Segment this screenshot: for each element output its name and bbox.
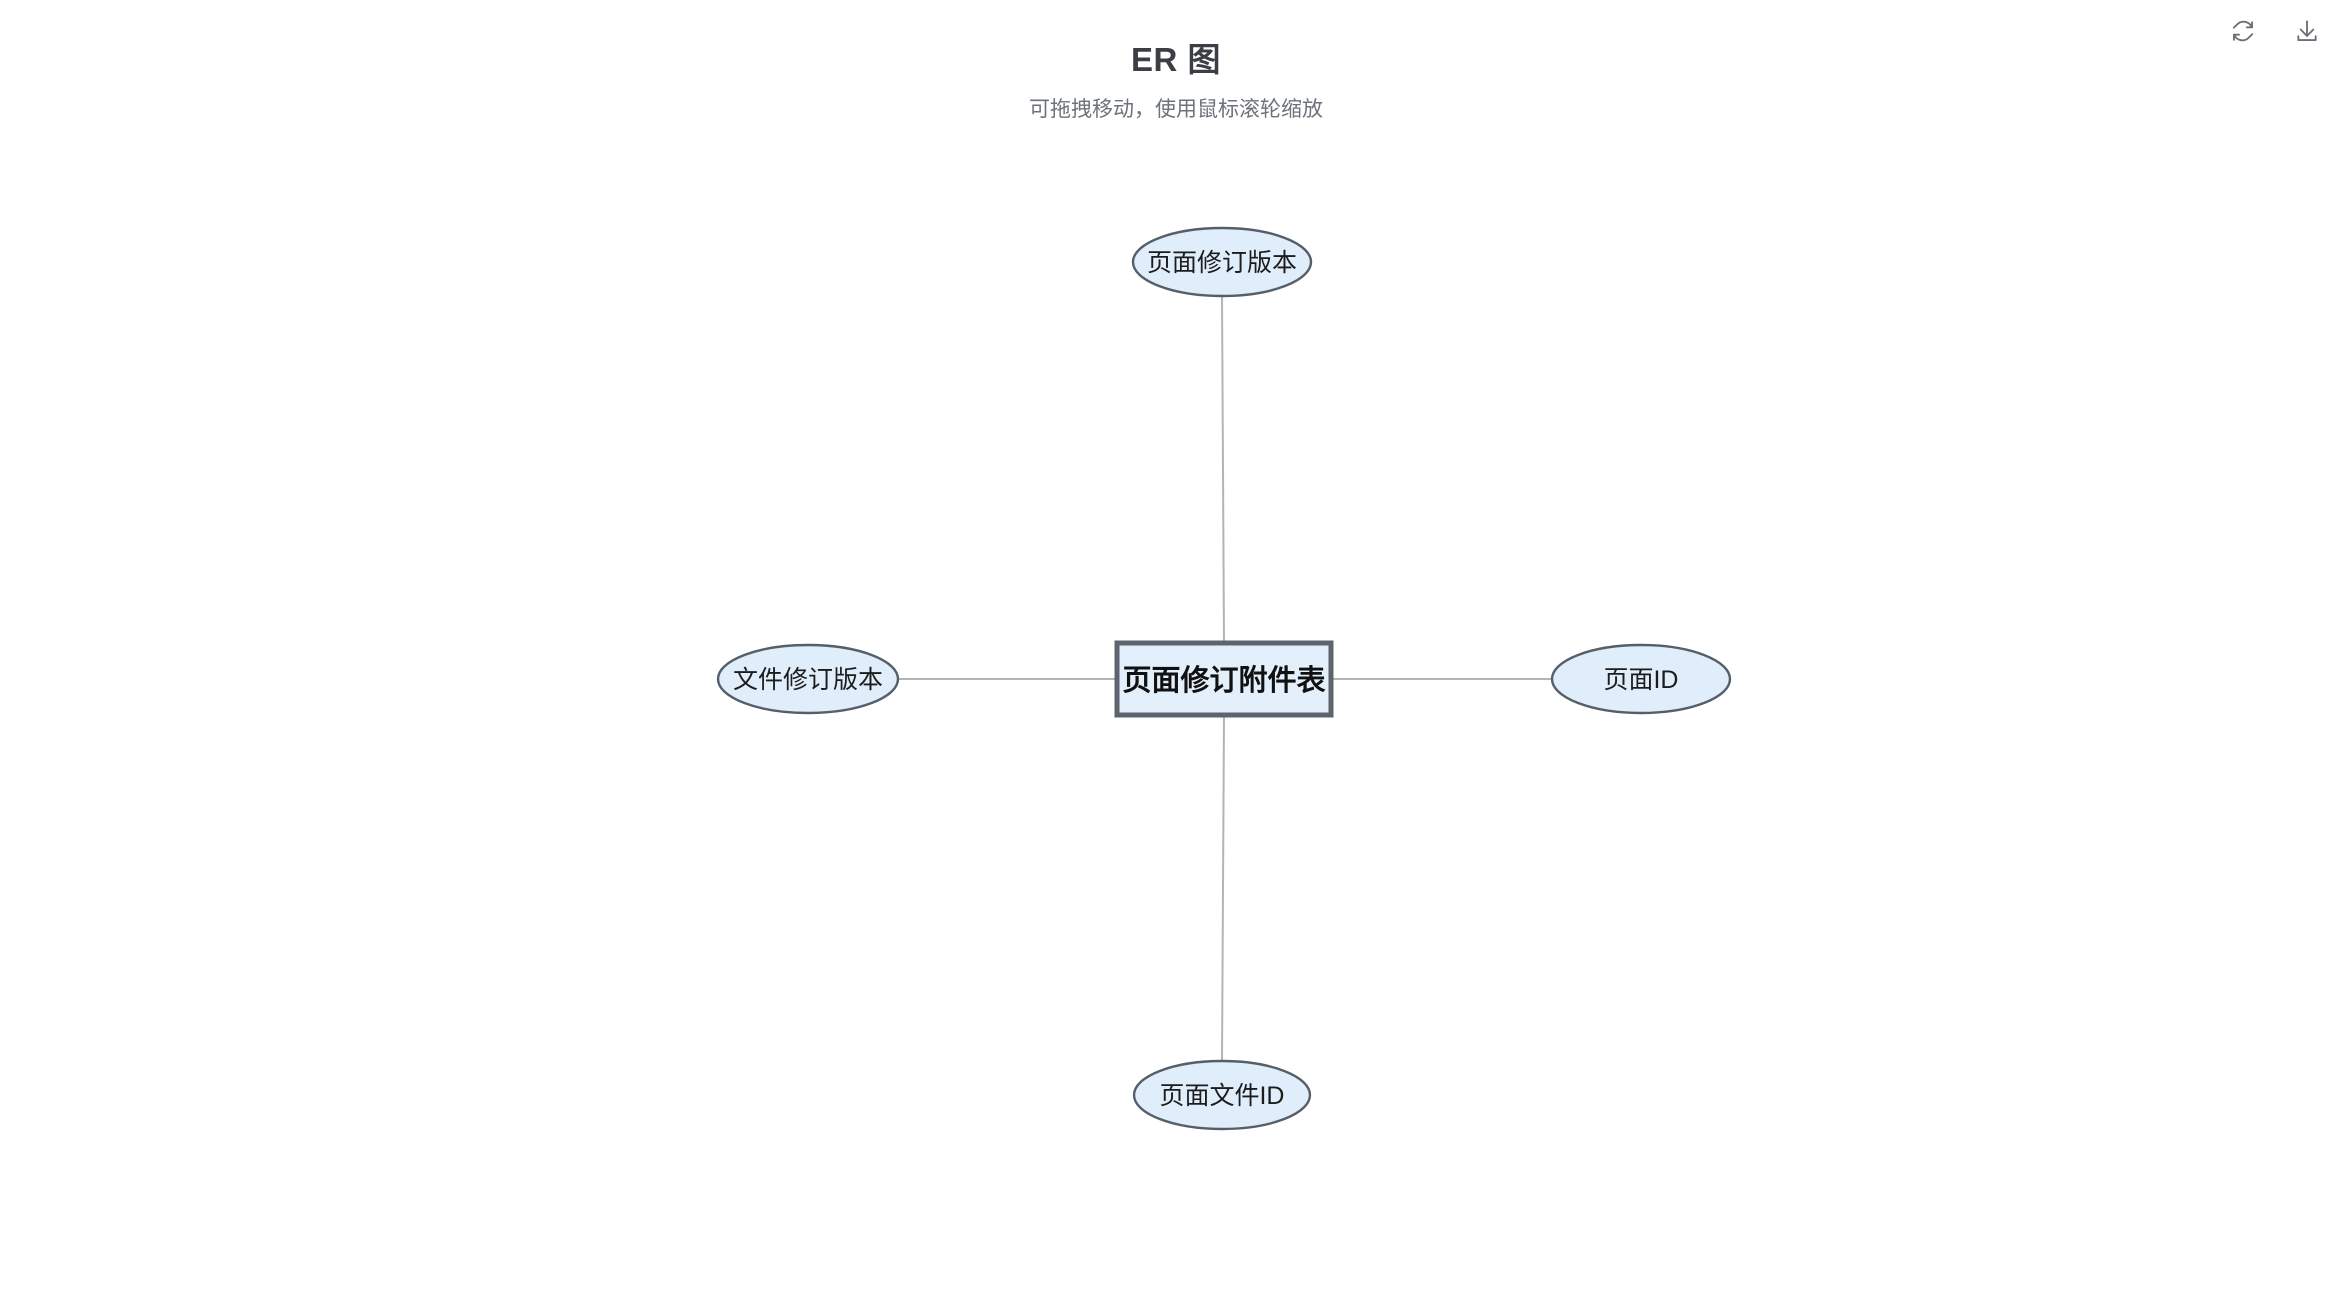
er-node-ellipse[interactable]: [716, 643, 900, 715]
download-icon: [2294, 18, 2320, 44]
download-button[interactable]: [2290, 14, 2324, 48]
er-entity-rect[interactable]: [1114, 640, 1334, 718]
er-node-label: 文件修订版本: [733, 666, 883, 694]
er-node-ellipse[interactable]: [1132, 1059, 1312, 1131]
edge-entity-to-page-file-id: [1221, 714, 1225, 1062]
er-node-page-revision-version[interactable]: 页面修订版本: [1131, 226, 1313, 298]
refresh-button[interactable]: [2226, 14, 2260, 48]
er-node-page-file-id[interactable]: 页面文件ID: [1132, 1059, 1312, 1131]
diagram-toolbar: [2226, 0, 2352, 48]
er-node-label: 页面ID: [1603, 666, 1678, 694]
er-node-ellipse[interactable]: [1550, 643, 1732, 715]
er-entity-label: 页面修订附件表: [1122, 664, 1325, 697]
edge-entity-to-page-revision-version: [1221, 295, 1225, 644]
er-node-label: 页面修订版本: [1147, 249, 1297, 277]
er-node-file-revision-version[interactable]: 文件修订版本: [716, 643, 900, 715]
er-entity-page-revision-attachment[interactable]: 页面修订附件表: [1114, 640, 1334, 718]
refresh-icon: [2230, 18, 2256, 44]
er-node-page-id[interactable]: 页面ID: [1550, 643, 1732, 715]
er-node-ellipse[interactable]: [1131, 226, 1313, 298]
er-node-label: 页面文件ID: [1159, 1082, 1284, 1110]
er-edges: [898, 295, 1552, 1062]
